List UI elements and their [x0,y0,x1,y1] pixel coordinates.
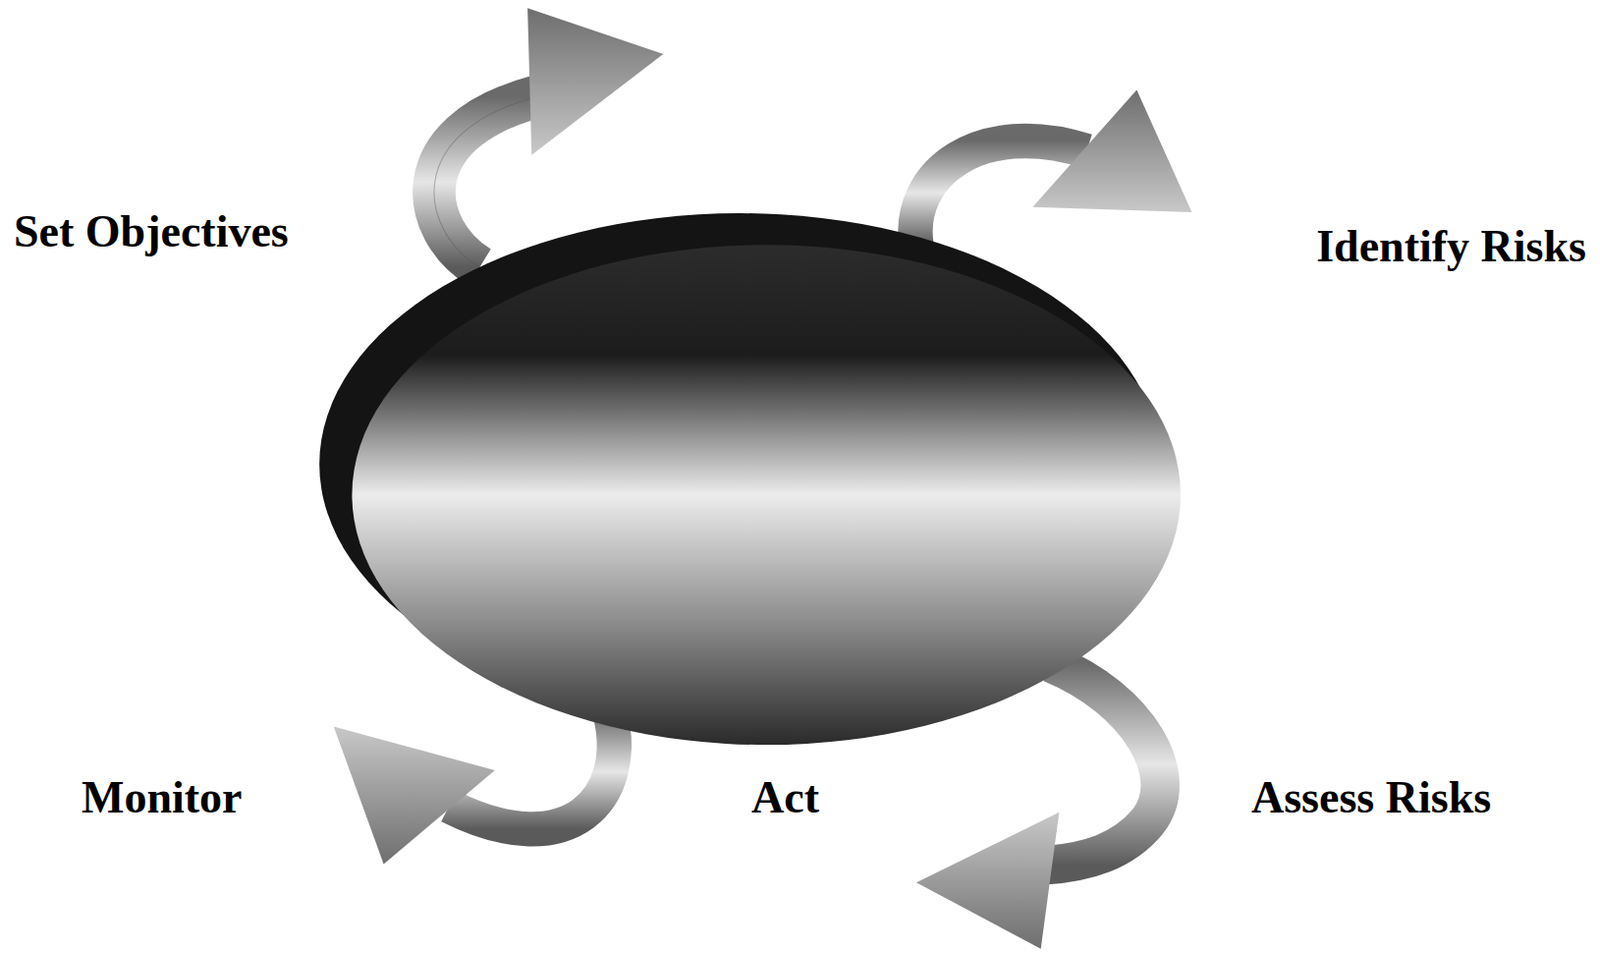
cycle-arrow [915,89,1192,245]
stage-label: Identify Risks [1316,220,1587,274]
disc-face [351,244,1181,745]
cycle-arrow [333,714,615,865]
stage-label: Assess Risks [1251,772,1491,825]
stage-label: Monitor [81,772,243,825]
stage-label: Act [751,772,820,825]
stage-label: Set Objectives [13,206,289,259]
